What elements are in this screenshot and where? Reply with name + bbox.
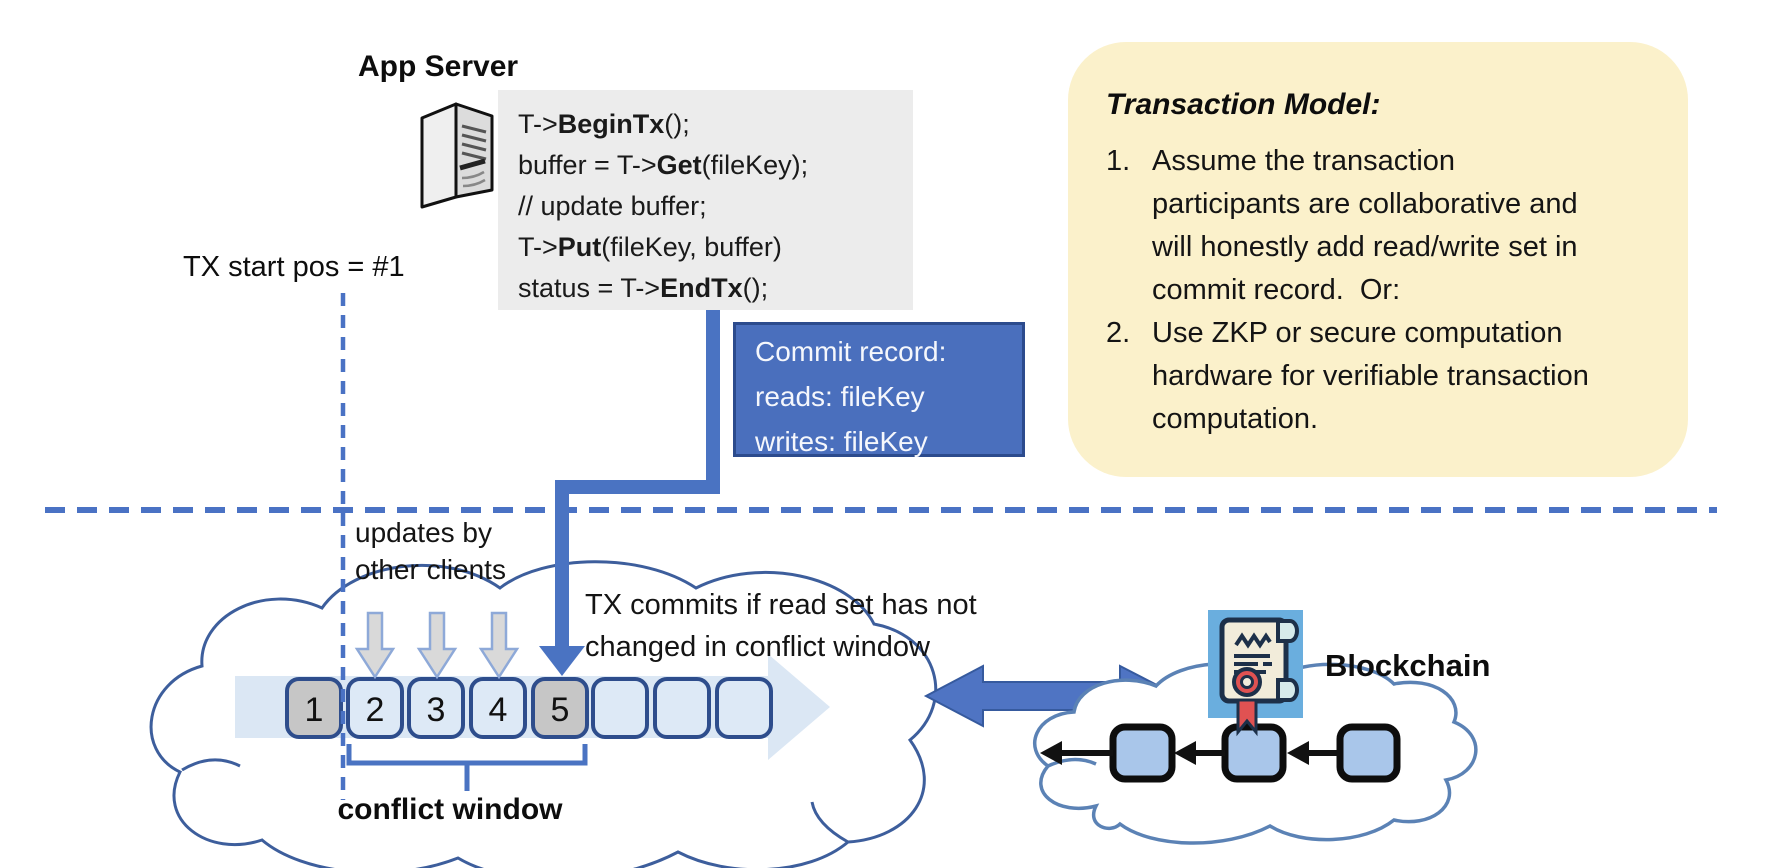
- cloud-inner-arc: [810, 801, 849, 844]
- smart-contract-icon: [1208, 610, 1303, 737]
- transaction-model-panel: Transaction Model: 1. Assume the transac…: [1068, 42, 1688, 477]
- block-number: 1: [305, 691, 324, 729]
- update-arrows: [354, 611, 520, 680]
- block-number: 4: [489, 691, 508, 729]
- commit-elbow-arrow: [539, 308, 720, 676]
- code-line: status = T->EndTx();: [518, 273, 769, 303]
- updates-label-line2: other clients: [355, 554, 506, 585]
- update-arrow-icon: [354, 611, 396, 680]
- timeline-block: [469, 677, 527, 739]
- code-line: T->BeginTx();: [518, 109, 690, 139]
- conflict-window-label: conflict window: [337, 793, 563, 826]
- commit-record-title: Commit record:: [755, 336, 947, 367]
- transaction-model-item: 2. Use ZKP or secure computation hardwar…: [1106, 312, 1648, 441]
- timeline-block: [285, 677, 343, 739]
- chain-block: [1221, 723, 1287, 783]
- commits-note-line1: TX commits if read set has not: [585, 589, 977, 621]
- updates-label-line1: updates by: [355, 517, 492, 548]
- chain-blocks: [1109, 723, 1401, 783]
- code-line: // update buffer;: [518, 191, 707, 221]
- list-number: 2.: [1106, 317, 1131, 349]
- cloud-inner-arc: [1047, 757, 1097, 768]
- commit-record-box: Commit record: reads: fileKey writes: fi…: [733, 322, 1025, 457]
- update-arrow-icon: [416, 611, 458, 680]
- list-item-text: Assume the transaction participants are …: [1152, 145, 1586, 306]
- commit-record-reads: reads: fileKey: [755, 381, 925, 412]
- chain-block: [1336, 723, 1401, 783]
- timeline-block-numbers: 1 2 3 4 5: [305, 691, 570, 729]
- server-icon: [420, 102, 494, 209]
- conflict-bracket: [346, 744, 588, 791]
- app-server-label: App Server: [358, 50, 519, 83]
- code-line: T->Put(fileKey, buffer): [518, 232, 782, 262]
- transaction-model-title: Transaction Model:: [1106, 88, 1381, 121]
- timeline-block: [531, 677, 589, 739]
- chain-block: [1109, 723, 1176, 783]
- transaction-model-item: 1. Assume the transaction participants a…: [1106, 140, 1648, 312]
- commit-record-writes: writes: fileKey: [755, 426, 928, 457]
- timeline-block: [715, 677, 773, 739]
- blockchain-label: Blockchain: [1325, 648, 1491, 683]
- chain-link-arrows: [1040, 741, 1340, 765]
- timeline-block: [407, 677, 465, 739]
- commits-note-line2: changed in conflict window: [585, 631, 930, 663]
- block-number: 5: [551, 691, 570, 729]
- timeline-block: [591, 677, 649, 739]
- block-number: 3: [427, 691, 446, 729]
- block-number: 2: [366, 691, 385, 729]
- timeline-block: [653, 677, 711, 739]
- code-line: buffer = T->Get(fileKey);: [518, 150, 809, 180]
- update-arrow-icon: [478, 611, 520, 680]
- list-number: 1.: [1106, 145, 1131, 177]
- list-item-text: Use ZKP or secure computation hardware f…: [1152, 317, 1597, 435]
- updates-by-other-clients-label: updates by other clients: [355, 514, 506, 588]
- tx-commits-note: TX commits if read set has not changed i…: [585, 584, 977, 668]
- timeline-blocks: [285, 677, 773, 739]
- tx-start-pos-label: TX start pos = #1: [183, 251, 405, 283]
- cloud-inner-arc: [181, 758, 241, 772]
- code-panel: T->BeginTx(); buffer = T->Get(fileKey); …: [498, 90, 913, 310]
